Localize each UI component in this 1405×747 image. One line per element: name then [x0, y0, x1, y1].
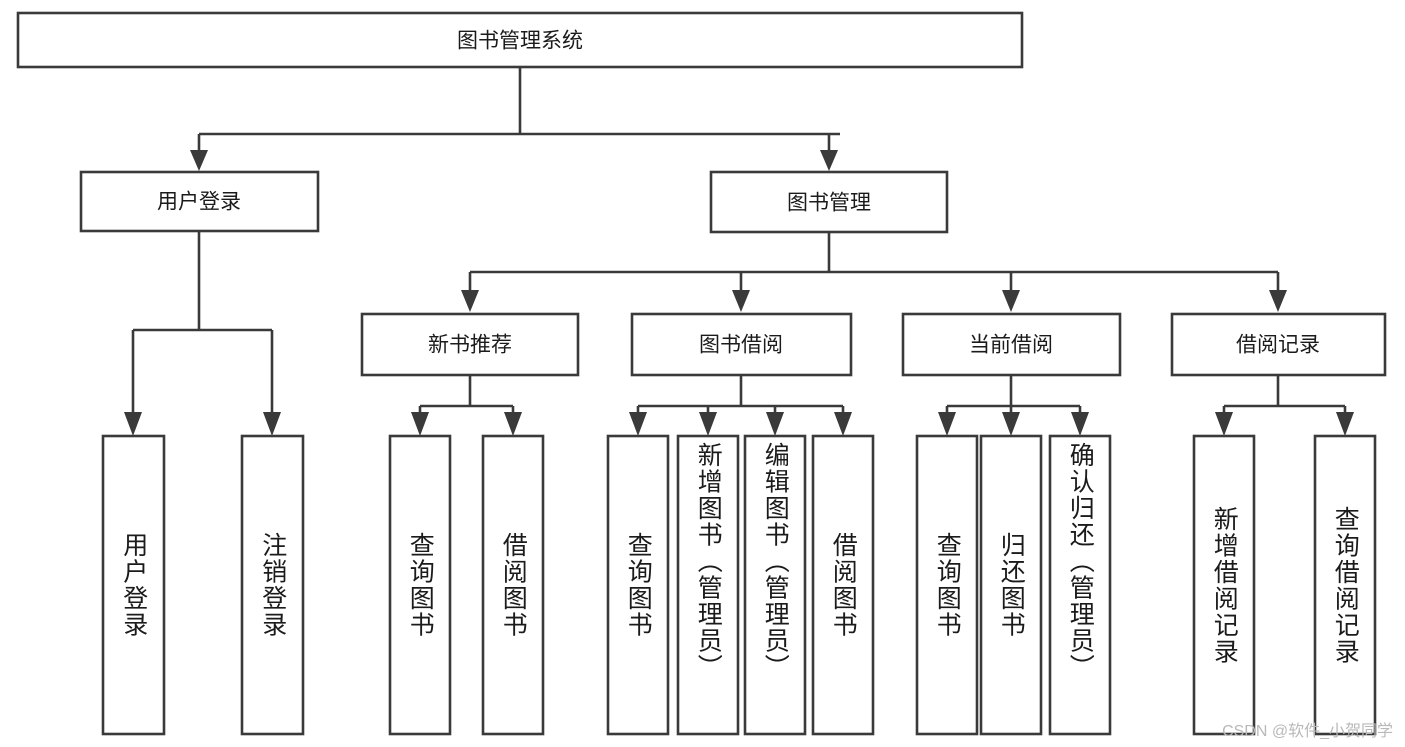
connector-bookborrow-to-leaves — [629, 375, 852, 436]
leaf-box-return-book[interactable] — [979, 434, 1043, 736]
node-new-book-recommend-label: 新书推荐 — [428, 334, 512, 357]
connector-root-to-level2 — [190, 67, 840, 171]
node-book-manage-label: 图书管理 — [787, 192, 871, 215]
leaf-box-confirm-return[interactable] — [1048, 434, 1112, 736]
leaf-box-user-logout[interactable] — [240, 434, 305, 736]
connector-newbook-to-leaves — [411, 375, 522, 436]
node-new-book-recommend[interactable]: 新书推荐 — [360, 312, 580, 377]
leaf-box-borrow-book-2[interactable] — [811, 434, 875, 736]
connector-borrowrecord-to-leaves — [1215, 375, 1354, 436]
node-user-login-label: 用户登录 — [157, 191, 241, 214]
leaf-box-add-book[interactable] — [676, 434, 740, 736]
leaf-box-borrow-book-1[interactable] — [481, 434, 545, 736]
leaf-box-edit-book[interactable] — [743, 434, 807, 736]
node-root-system-label: 图书管理系统 — [457, 30, 583, 53]
node-current-borrow[interactable]: 当前借阅 — [901, 312, 1122, 377]
csdn-watermark: CSDN @软件_小贺同学 — [1222, 723, 1393, 740]
leaf-box-query-record[interactable] — [1313, 434, 1377, 736]
node-user-login[interactable]: 用户登录 — [79, 170, 320, 233]
leaf-box-query-book-3[interactable] — [915, 434, 979, 736]
node-book-borrow-label: 图书借阅 — [699, 334, 783, 357]
node-borrow-record-label: 借阅记录 — [1236, 334, 1320, 357]
connector-bookmanage-to-level3 — [461, 232, 1287, 312]
node-book-borrow[interactable]: 图书借阅 — [630, 312, 853, 377]
node-book-manage[interactable]: 图书管理 — [709, 170, 949, 234]
connector-currentborrow-to-leaves — [938, 375, 1089, 436]
leaf-box-query-book-1[interactable] — [388, 434, 452, 736]
node-root-system[interactable]: 图书管理系统 — [16, 11, 1024, 69]
leaf-box-query-book-2[interactable] — [606, 434, 670, 736]
leaf-box-user-login[interactable] — [101, 434, 166, 736]
connector-userlogin-to-leaves — [124, 231, 281, 436]
node-borrow-record[interactable]: 借阅记录 — [1170, 312, 1387, 377]
node-current-borrow-label: 当前借阅 — [969, 334, 1053, 357]
leaf-box-add-record[interactable] — [1192, 434, 1256, 736]
